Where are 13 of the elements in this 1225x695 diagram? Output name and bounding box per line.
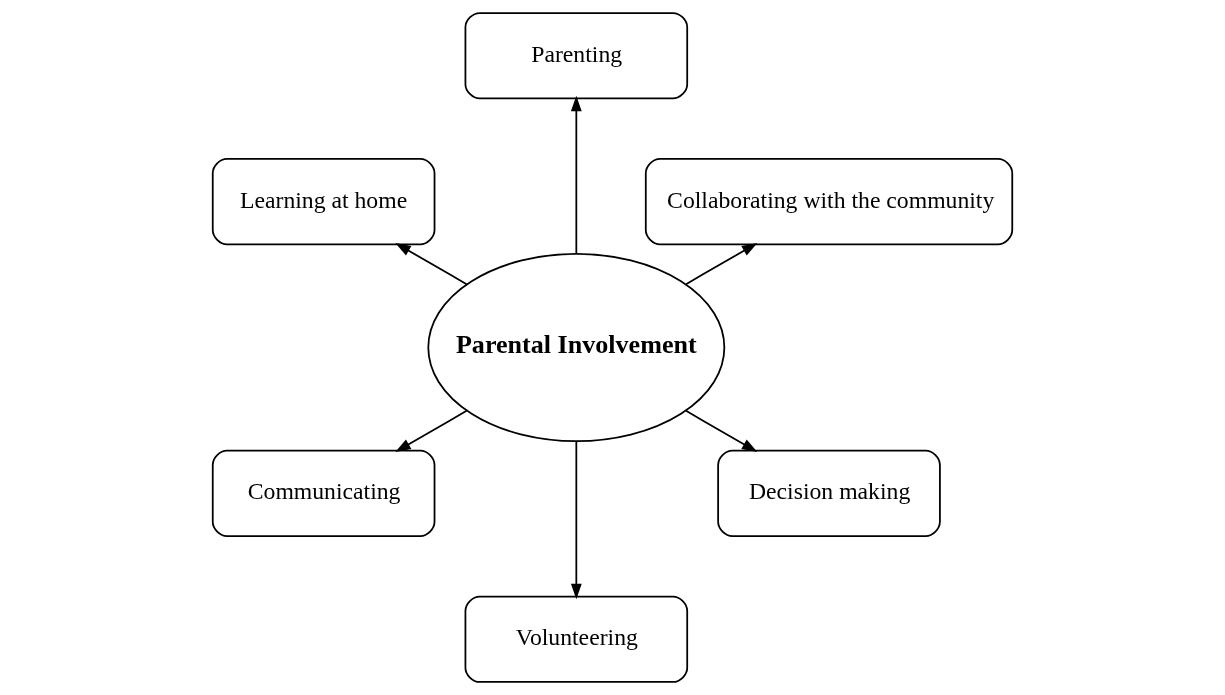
node-ellipse: Parental Involvement xyxy=(427,252,726,443)
node-box: Volunteering xyxy=(464,595,689,683)
node-box: Decision making xyxy=(717,449,941,537)
arrow xyxy=(685,409,758,453)
arrow xyxy=(570,440,582,600)
arrow xyxy=(570,95,582,255)
node-box: Learning at home xyxy=(211,158,436,246)
node-box: Communicating xyxy=(211,449,436,537)
arrow xyxy=(395,242,468,286)
node-box: Collaborating with the community xyxy=(644,158,1014,246)
node-box: Parenting xyxy=(464,12,689,100)
arrow xyxy=(395,409,468,453)
arrow xyxy=(685,242,758,286)
